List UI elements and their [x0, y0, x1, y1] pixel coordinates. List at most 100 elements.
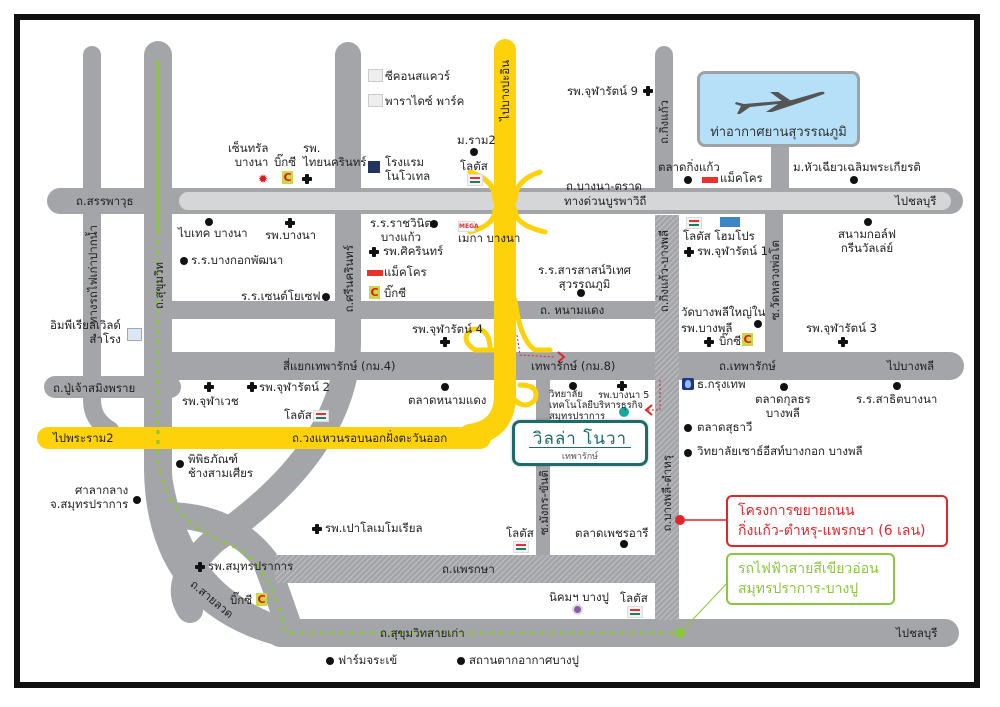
road-label-king-kaeo: ถ.กิ่งแก้ว [657, 100, 671, 145]
hospital-icon [285, 218, 295, 228]
place-imperial-samrong[interactable]: อิมพีเรียลเวิลด์ สำโรง [50, 318, 121, 346]
hospital-icon [195, 562, 205, 572]
road-label-railway-paknam: ทางรถไฟเก่าปากน้ำ [86, 225, 100, 325]
place-southeast-college[interactable]: วิทยาลัยเซาธ์อีสท์บางกอก บางพลี [697, 444, 863, 458]
place-chularat1[interactable]: รพ.จุฬารัตน์ 1 [697, 244, 768, 258]
ring-road-loop-right [512, 297, 553, 353]
place-bangna-hospital[interactable]: รพ.บางนา [265, 228, 317, 242]
place-lotus-ram2[interactable]: โลตัส [460, 159, 488, 173]
place-chang-museum[interactable]: พิพิธภัณฑ์ ช้างสามเศียร [188, 452, 254, 480]
lotus-logo-icon [313, 410, 329, 422]
hospital-icon [704, 337, 714, 347]
place-seacon-square[interactable]: ซีคอนสแควร์ [385, 69, 451, 83]
road-label-sukhumvit-old: ถ.สุขุมวิทสายเก่า [380, 626, 465, 640]
place-bangpoo-resort[interactable]: สถานตากอากาศบางปู [469, 653, 579, 667]
dot-icon [205, 218, 213, 226]
road-label-theparak: ถ.เทพารักษ์ [719, 359, 776, 373]
place-city-hall[interactable]: ศาลากลาง จ.สมุทรปราการ [50, 483, 129, 511]
road-expansion-line2: กิ่งแก้ว-ตำหรุ-แพรกษา (6 เลน) [738, 523, 926, 539]
route-to-project-2 [645, 380, 661, 411]
place-chularat2[interactable]: รพ.จุฬารัตน์ 2 [259, 380, 330, 394]
place-namdaeng-market[interactable]: ตลาดหนามแดง [408, 393, 487, 407]
place-bitec[interactable]: ไบเทค บางนา [178, 226, 248, 240]
place-lotus-bangpoo[interactable]: โลตัส [620, 591, 648, 605]
road-label-wat-luang-pho-to: ซ.วัดหลวงพ่อโต [768, 240, 782, 321]
place-makro-kingkaeo[interactable]: แม็คโคร [720, 171, 763, 185]
place-st-joseph[interactable]: ร.ร.เซนต์โยเซฟ [241, 289, 321, 303]
road-label-sukhumvit: ถ.สุขุมวิท [152, 262, 166, 310]
route-to-project [516, 334, 556, 358]
project-location-marker [619, 407, 629, 417]
mall-logo-icon [368, 94, 383, 107]
project-logo[interactable]: วิลล่า โนวา เทพารักษ์ [512, 420, 648, 466]
place-ram2-village[interactable]: ม.ราม2 [457, 133, 496, 147]
place-chularat9[interactable]: รพ.จุฬารัตน์ 9 [567, 84, 638, 98]
dot-icon [133, 496, 141, 504]
green-callout-connector [679, 579, 731, 634]
central-logo-icon: ✹ [257, 172, 269, 186]
place-satit-bangna[interactable]: ร.ร.สาธิตบางนา [856, 392, 938, 406]
road-label-burapha-withi: ทางด่วนบูรพาวิถี [564, 194, 647, 208]
dot-icon [176, 460, 184, 468]
place-samutprakan-hospital[interactable]: รพ.สมุทรปราการ [208, 559, 294, 573]
ring-road-ramp-2 [512, 169, 543, 203]
place-bangkok-bank[interactable]: ธ.กรุงเทพ [697, 377, 746, 391]
place-bigc-sailuat[interactable]: บิ๊กซี [230, 593, 253, 607]
place-bangpoo-estate[interactable]: นิคมฯ บางปู [549, 590, 609, 604]
dot-icon [864, 218, 872, 226]
road-label-phraeksa: ถ.แพรกษา [442, 562, 495, 576]
dot-icon [180, 257, 188, 265]
dot-icon [780, 383, 788, 391]
place-college-business[interactable]: วิทยาลัย เทคโนโลยีบริหารธุรกิจ สมุทรปราก… [549, 389, 644, 422]
road-label-to-chonburi-top: ไปชลบุรี [895, 194, 937, 208]
hospital-icon [617, 381, 627, 391]
place-crocodile-farm[interactable]: ฟาร์มจระเข้ [338, 653, 398, 667]
place-sikarin-hospital[interactable]: รพ.ศิครินทร์ [383, 244, 444, 258]
dot-icon [470, 148, 478, 156]
place-paradise-park[interactable]: พาราไดซ์ พาร์ค [385, 94, 465, 108]
place-huachiew[interactable]: ม.หัวเฉียวเฉลิมพระเกียรติ [793, 160, 921, 174]
place-bkk-patana[interactable]: ร.ร.บางกอกพัฒนา [191, 253, 284, 267]
place-bigc-bangphli[interactable]: บิ๊กซี [719, 334, 742, 348]
place-mega-bangna[interactable]: เมกา บางนา [458, 231, 521, 245]
place-novotel[interactable]: โรงแรม โนโวเทล [385, 155, 431, 183]
place-bangphli-hospital[interactable]: รพ.บางพลี [681, 321, 733, 335]
road-label-to-bang-pa-in: ไปบางปะอิน [498, 60, 512, 121]
place-paolo-memorial[interactable]: รพ.เปาโลเมโมเรียล [325, 521, 423, 535]
place-lotus-homepro[interactable]: โลตัส โฮมโปร [683, 229, 755, 243]
airport-name: ท่าอากาศยานสุวรรณภูมิ [710, 125, 847, 140]
place-chularat3[interactable]: รพ.จุฬารัตน์ 3 [806, 321, 877, 335]
mall-logo-icon [368, 69, 383, 82]
dot-icon [893, 382, 901, 390]
lotus-logo-icon [467, 174, 483, 186]
place-chularat4[interactable]: รพ.จุฬารัตน์ 4 [412, 322, 483, 336]
place-bigc-srinakarin[interactable]: บิ๊กซี [384, 286, 407, 300]
place-golf[interactable]: สนามกอล์ฟ กรีนวัลเล่ย์ [838, 227, 896, 255]
place-wat-bangphli[interactable]: วัดบางพลีใหญ่ใน [681, 305, 766, 319]
place-thainakarin-hospital[interactable]: รพ. ไทยนครินทร์ [303, 141, 367, 169]
dot-icon [684, 176, 692, 184]
place-king-kaeo-market[interactable]: ตลาดกิ่งแก้ว [658, 160, 720, 174]
bigc-logo-icon: C [256, 593, 267, 606]
bbl-logo-icon [682, 378, 694, 390]
place-chulavej[interactable]: รพ.จุฬาเวช [182, 394, 239, 408]
road-sai-luat [145, 457, 303, 646]
ring-road-loop-left [463, 326, 498, 353]
place-central-bangna[interactable]: เซ็นทรัล บางนา [228, 141, 269, 169]
road-label-sanphawut: ถ.สรรพาวุธ [76, 194, 134, 208]
dot-icon [684, 424, 692, 432]
place-makro-srinakarin[interactable]: แม็คโคร [384, 265, 427, 279]
place-kulthorn-market[interactable]: ตลาดกุลธร บางพลี [755, 392, 811, 420]
place-lotus-phraeksa[interactable]: โลตัส [506, 526, 534, 540]
place-suthawee-market[interactable]: ตลาดสุธาวี [697, 420, 753, 434]
green-line-route [156, 70, 680, 635]
place-phet-market[interactable]: ตลาดเพชรอารี [575, 526, 649, 540]
place-bangna5[interactable]: รพ.บางนา 5 [598, 390, 650, 401]
place-sarasas[interactable]: ร.ร.สารสาสน์วิเทศ สุวรรณภูมิ [538, 263, 631, 291]
place-lotus-theparak[interactable]: โลตัส [284, 408, 312, 422]
bigc-logo-icon: C [282, 171, 293, 184]
place-bigc-bangna[interactable]: บิ๊กซี [274, 155, 297, 169]
road-label-to-chonburi-bottom: ไปชลบุรี [896, 626, 938, 640]
place-rajavinit[interactable]: ร.ร.ราชวินิต บางแก้ว [370, 216, 432, 244]
hospital-icon [838, 337, 848, 347]
